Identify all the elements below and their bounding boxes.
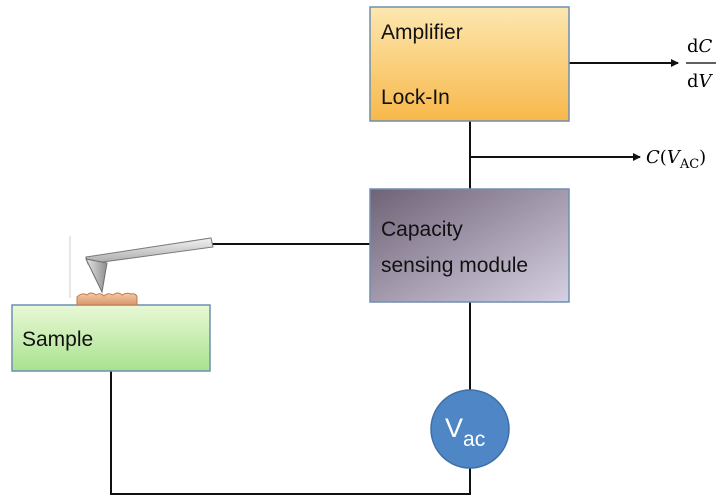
wires (110, 121, 471, 495)
derivative-output-label: dC dV (686, 36, 716, 92)
amplifier-label: Amplifier (381, 21, 463, 44)
sensing-module-label: sensing module (381, 254, 528, 277)
deriv-den-var: V (699, 71, 714, 92)
cap-subscript: AC (679, 157, 699, 172)
sample-box: Sample (11, 304, 211, 372)
capacity-label: Capacity (381, 218, 463, 241)
deriv-num-var: C (699, 36, 713, 57)
lockin-label: Lock-In (381, 86, 450, 109)
cap-func: C (646, 147, 660, 168)
cap-open-paren: ( (660, 147, 667, 168)
amplifier-lockin-box: Amplifier Lock-In (369, 6, 570, 122)
wire-source-to-sample (110, 371, 471, 495)
cap-var: V (667, 147, 682, 168)
svg-text:dV: dV (687, 71, 714, 92)
deriv-num-d: d (687, 36, 699, 57)
vac-subscript: ac (463, 428, 485, 451)
capacity-sensing-module-box: Capacity sensing module (369, 188, 570, 303)
svg-text:dC: dC (687, 36, 713, 57)
deriv-den-d: d (687, 71, 699, 92)
sample-label: Sample (22, 328, 93, 351)
vac-symbol: V (445, 413, 463, 443)
svg-text:Vac: Vac (445, 413, 485, 451)
svg-text:C(VAC): C(VAC) (646, 147, 706, 172)
afm-cantilever-tip-icon (69, 236, 214, 298)
capacitance-output-label: C(VAC) (646, 147, 706, 172)
cap-close-paren: ) (699, 147, 706, 168)
sample-surface (76, 292, 138, 306)
ac-voltage-source: Vac (430, 389, 510, 469)
